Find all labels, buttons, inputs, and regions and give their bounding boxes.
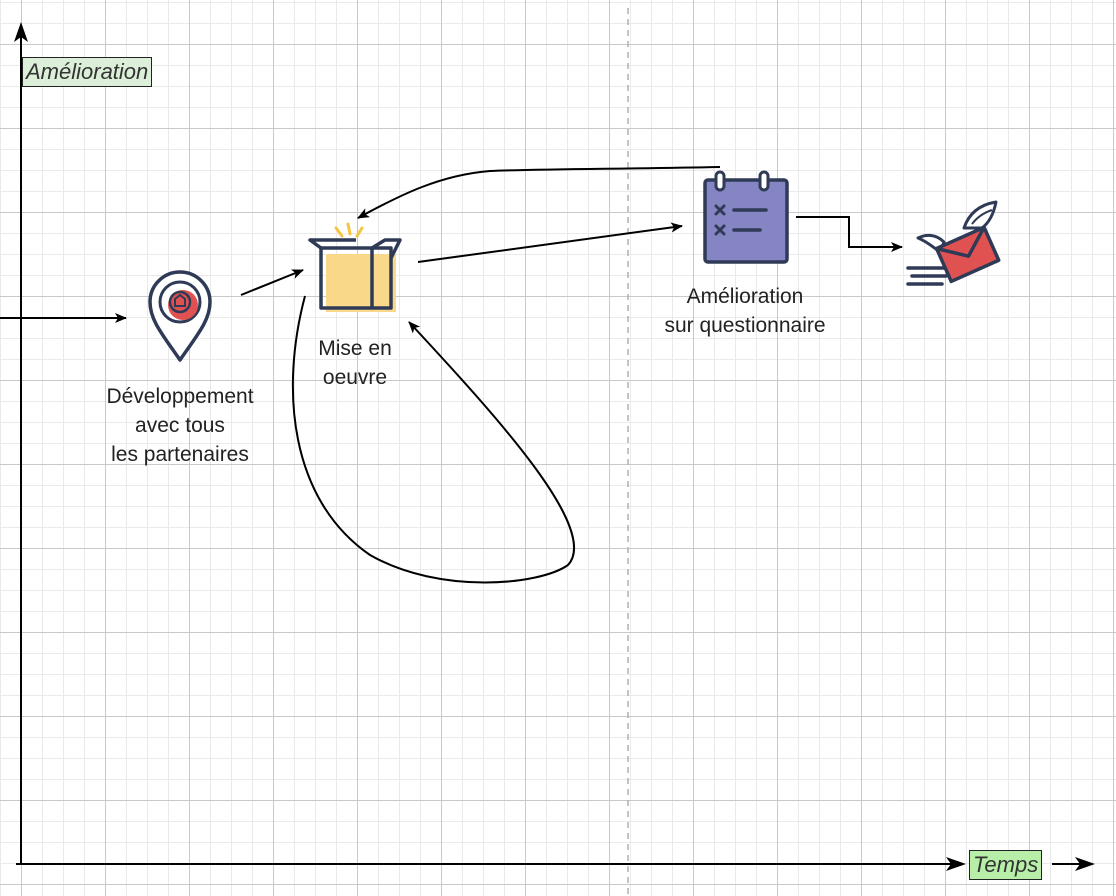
y-axis-label: Amélioration (22, 57, 153, 87)
x-axis-label: Temps (969, 850, 1043, 880)
arrow-mise-loop (291, 295, 575, 584)
arrow-mise-to-amelioration (417, 222, 683, 263)
flying-envelope-icon[interactable] (906, 200, 1001, 286)
arrow-amelioration-to-envoi (796, 216, 903, 252)
location-pin-icon[interactable] (148, 270, 212, 362)
y-axis (14, 22, 28, 864)
x-axis (16, 857, 1095, 871)
developpement-label: Développement avec tous les partenaires (106, 385, 254, 466)
amelioration-label: Amélioration sur questionnaire (664, 285, 826, 337)
mise-en-oeuvre-label: Mise en oeuvre (318, 337, 392, 389)
notepad-checklist-icon[interactable] (703, 170, 789, 264)
open-box-icon[interactable] (308, 222, 402, 312)
arrow-developpement-to-mise (240, 269, 304, 296)
arrow-amelioration-to-mise-feedback (357, 166, 721, 219)
